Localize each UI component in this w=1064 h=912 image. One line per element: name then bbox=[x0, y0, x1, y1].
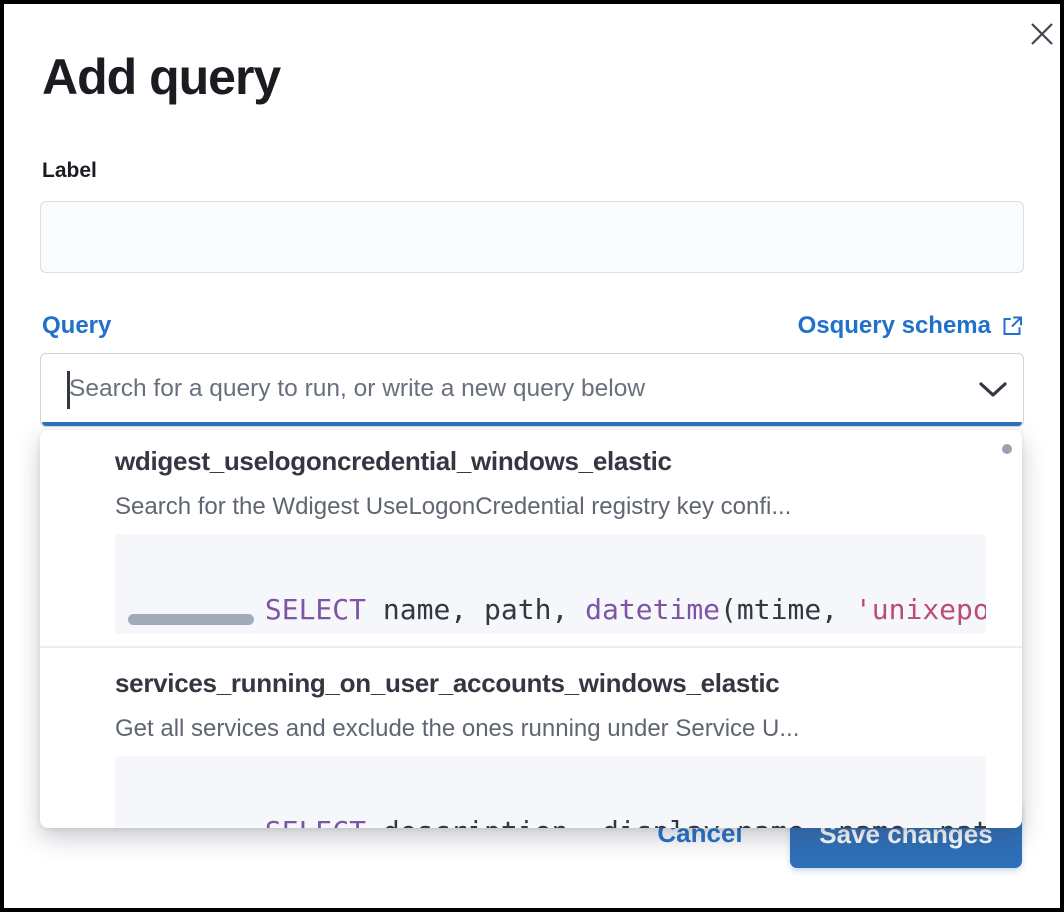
query-combobox bbox=[40, 353, 1024, 427]
query-option-sql-preview: SELECT name, path, datetime(mtime, 'unix… bbox=[115, 534, 986, 634]
query-option-description: Get all services and exclude the ones ru… bbox=[115, 715, 800, 742]
chevron-down-icon bbox=[979, 382, 1007, 397]
query-suggestions-dropdown: wdigest_uselogoncredential_windows_elast… bbox=[40, 430, 1022, 828]
close-button[interactable] bbox=[1022, 14, 1060, 54]
label-field-label: Label bbox=[42, 159, 97, 182]
query-option-description: Search for the Wdigest UseLogonCredentia… bbox=[115, 493, 792, 520]
sql-code: SELECT name, path, datetime(mtime, 'unix… bbox=[264, 593, 986, 626]
query-option-wdigest[interactable]: wdigest_uselogoncredential_windows_elast… bbox=[40, 430, 1022, 646]
close-icon bbox=[1031, 23, 1053, 45]
combobox-toggle-button[interactable] bbox=[965, 354, 1021, 426]
horizontal-scrollbar-thumb[interactable] bbox=[128, 614, 254, 625]
query-option-title: services_running_on_user_accounts_window… bbox=[115, 668, 780, 698]
osquery-schema-link-label: Osquery schema bbox=[797, 312, 991, 339]
vertical-scrollbar-thumb[interactable] bbox=[1002, 444, 1012, 454]
query-search-input[interactable] bbox=[69, 354, 949, 424]
query-row: Query Osquery schema bbox=[42, 312, 1024, 340]
label-input[interactable] bbox=[40, 201, 1024, 273]
osquery-schema-link[interactable]: Osquery schema bbox=[798, 312, 1024, 340]
query-option-services[interactable]: services_running_on_user_accounts_window… bbox=[40, 646, 1022, 828]
text-caret bbox=[67, 371, 70, 409]
modal-title: Add query bbox=[42, 49, 281, 105]
query-option-title: wdigest_uselogoncredential_windows_elast… bbox=[115, 446, 672, 476]
query-field-label: Query bbox=[42, 312, 112, 339]
external-link-icon bbox=[1003, 316, 1022, 335]
sql-code: SELECT description, display_name, name, … bbox=[265, 815, 986, 828]
query-option-sql-preview: SELECT description, display_name, name, … bbox=[115, 756, 986, 828]
